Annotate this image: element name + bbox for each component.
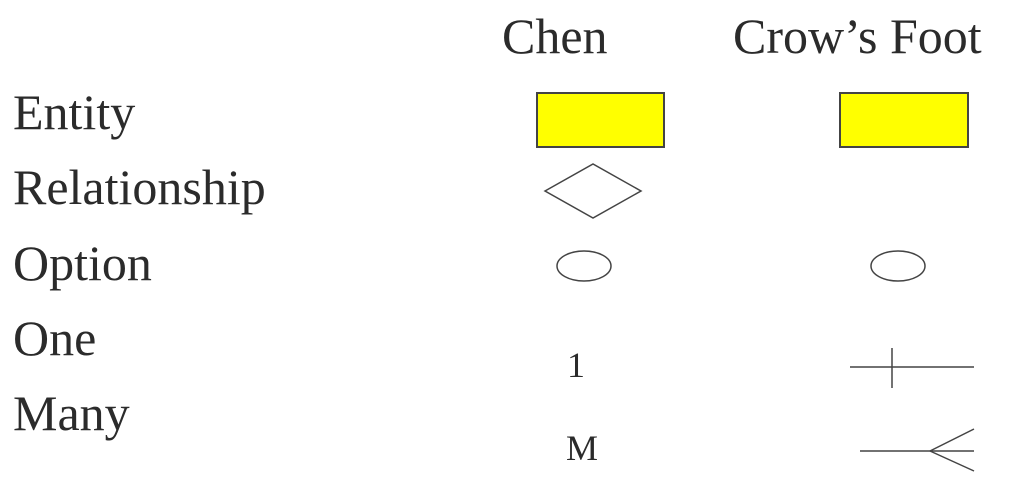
option-row-label: Option (13, 235, 152, 291)
relationship-row-label: Relationship (13, 159, 266, 215)
crows-foot-column-header: Crow’s Foot (733, 8, 982, 64)
crows-foot-entity-rectangle (839, 92, 969, 148)
many-row-label: Many (13, 385, 130, 441)
crows-foot-many-symbol (860, 428, 975, 472)
one-row-label: One (13, 310, 97, 366)
chen-one-symbol: 1 (567, 345, 585, 385)
chen-column-header: Chen (502, 8, 608, 64)
chen-relationship-diamond (543, 163, 643, 219)
crows-foot-one-symbol (850, 348, 974, 388)
crows-foot-option-oval (870, 250, 926, 282)
chen-option-oval (556, 250, 612, 282)
chen-many-symbol: M (566, 428, 599, 468)
entity-row-label: Entity (13, 84, 136, 140)
chen-entity-rectangle (536, 92, 665, 148)
